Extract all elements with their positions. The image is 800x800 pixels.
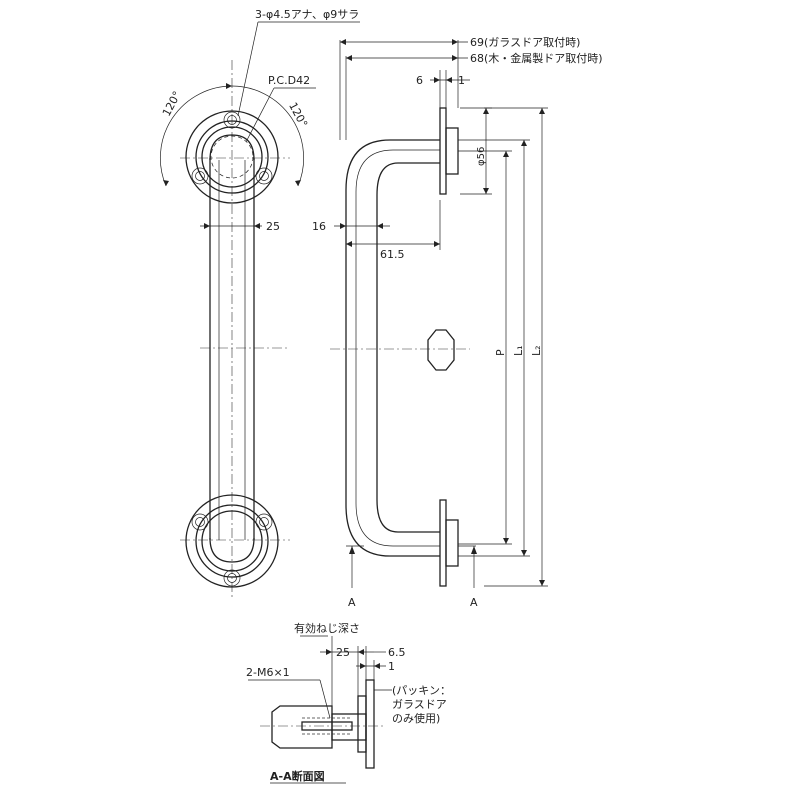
packing-line-1: (パッキン： (392, 684, 451, 697)
angle-left-label: 120° (160, 89, 184, 119)
dim-16-label: 16 (312, 220, 326, 233)
packing-line-2: ガラスドア (392, 698, 447, 711)
packing-line-3: のみ使用) (392, 712, 440, 725)
pcd-label: P.C.D42 (268, 74, 310, 87)
glass-door-label: 69(ガラスドア取付時) (470, 36, 580, 49)
dim-l1-label: L₁ (512, 345, 525, 356)
section-view (248, 635, 392, 769)
section-title: A-A断面図 (270, 769, 325, 783)
thread-label: 2-M6×1 (246, 666, 290, 679)
side-view (330, 39, 548, 588)
dim-l2-label: L₂ (530, 345, 543, 356)
section-a-left-label: A (348, 596, 356, 609)
dim-1-label: 1 (458, 74, 465, 87)
dia-56-label: φ56 (476, 147, 487, 166)
sec-6-5-label: 6.5 (388, 646, 406, 659)
thread-depth-label: 有効ねじ深さ (294, 621, 360, 635)
dim-6-label: 6 (416, 74, 423, 87)
dim-p-label: P (494, 349, 507, 356)
front-view (160, 21, 360, 600)
wood-door-label: 68(木・金属製ドア取付時) (470, 51, 603, 65)
width-25-label: 25 (266, 220, 280, 233)
sec-1-label: 1 (388, 660, 395, 673)
sec-25-label: 25 (336, 646, 350, 659)
section-a-right-label: A (470, 596, 478, 609)
dim-61-5-label: 61.5 (380, 248, 405, 261)
holes-label: 3-φ4.5アナ、φ9サラ (255, 8, 359, 21)
